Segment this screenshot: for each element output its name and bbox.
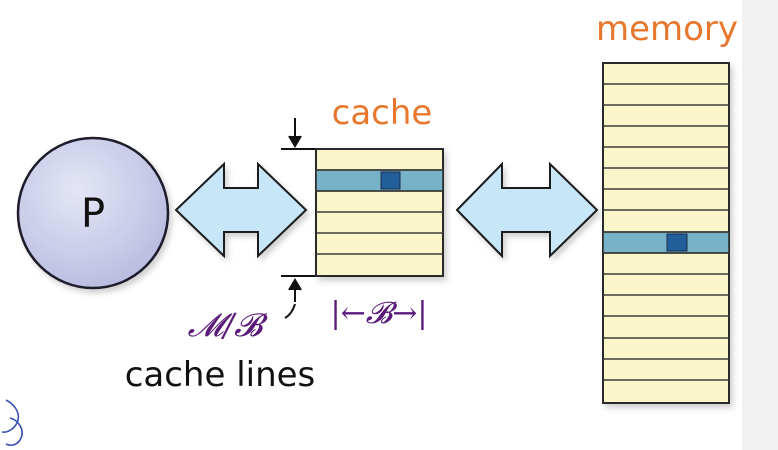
cache-line-dividers (316, 169, 443, 255)
cache-title: cache (332, 93, 433, 133)
cache-size-label: 𝓜/𝓑 (188, 306, 269, 344)
memory-block (602, 62, 730, 404)
processor: P (16, 136, 170, 290)
cache-block (315, 148, 444, 277)
processor-circle (16, 136, 170, 290)
memory-highlight-word (666, 233, 688, 252)
memory-title: memory (596, 9, 738, 49)
processor-label: P (81, 191, 105, 237)
cache-highlight-word (380, 171, 401, 190)
slide-edge-shadow (742, 0, 778, 450)
memory-highlight-line (602, 231, 730, 254)
cache-memory-arrow (455, 161, 599, 259)
ink-mark (1, 399, 23, 446)
cache-height-marker (281, 118, 316, 319)
cache-lines-caption: cache lines (125, 355, 316, 395)
cache-highlight-line (315, 169, 444, 192)
processor-cache-arrow (174, 161, 308, 259)
line-width-label: |←𝓑→| (331, 296, 428, 331)
memory-line-dividers (603, 83, 729, 381)
